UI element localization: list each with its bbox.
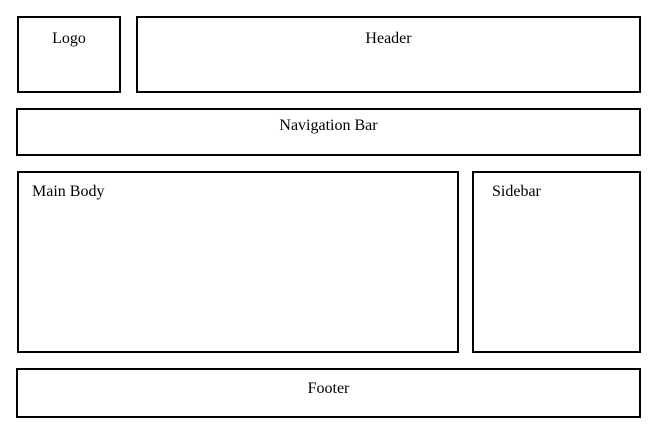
logo-label: Logo (52, 30, 86, 47)
header-label: Header (365, 30, 412, 47)
main-body-box: Main Body (17, 171, 459, 353)
main-body-label: Main Body (32, 183, 105, 200)
header-box: Header (136, 16, 641, 93)
footer-box: Footer (16, 368, 641, 418)
footer-label: Footer (307, 380, 350, 397)
logo-box: Logo (17, 16, 121, 93)
navigation-bar-box: Navigation Bar (16, 108, 641, 156)
sidebar-box: Sidebar (472, 171, 641, 353)
sidebar-label: Sidebar (492, 183, 541, 200)
navigation-bar-label: Navigation Bar (279, 117, 378, 134)
